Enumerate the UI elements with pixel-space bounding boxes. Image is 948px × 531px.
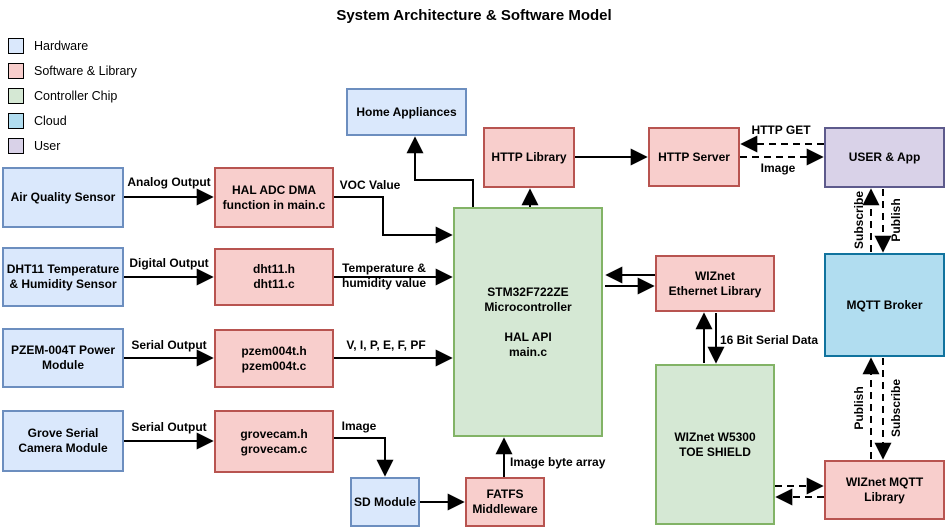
- node-wiznet-ethernet-library: WIZnet Ethernet Library: [655, 255, 775, 312]
- node-http-library: HTTP Library: [483, 127, 575, 188]
- node-label: grovecam.h grovecam.c: [240, 426, 308, 456]
- legend-label: Software & Library: [34, 64, 137, 78]
- legend-label: User: [34, 139, 61, 153]
- node-label: FATFS Middleware: [472, 487, 538, 516]
- node-label: HTTP Server: [658, 149, 730, 164]
- node-wiznet-mqtt-library: WIZnet MQTT Library: [824, 460, 945, 520]
- node-http-server: HTTP Server: [648, 127, 740, 187]
- user-swatch: [8, 138, 24, 154]
- edge-label-subscribe-broker: Subscribe: [889, 378, 903, 438]
- node-label: Home Appliances: [356, 104, 457, 119]
- node-user-and-app: USER & App: [824, 127, 945, 188]
- node-dht11-library: dht11.h dht11.c: [214, 248, 334, 306]
- edge-label-http-image: Image: [760, 161, 796, 175]
- edge-label-voc-value: VOC Value: [339, 178, 401, 192]
- node-label: WIZnet Ethernet Library: [668, 268, 762, 298]
- edge-label-publish-broker: Publish: [852, 386, 866, 430]
- node-air-quality-sensor: Air Quality Sensor: [2, 167, 124, 228]
- edge-grovecamlib-to-sd: [334, 437, 394, 477]
- node-grove-camera-module: Grove Serial Camera Module: [2, 410, 124, 472]
- node-label: DHT11 Temperature & Humidity Sensor: [6, 262, 120, 291]
- node-pzem-power-module: PZEM-004T Power Module: [2, 328, 124, 388]
- node-stm32-microcontroller: STM32F722ZE Microcontroller HAL API main…: [453, 207, 603, 437]
- edge-label-image-camera: Image: [341, 419, 377, 433]
- edge-label-digital-output: Digital Output: [129, 256, 209, 270]
- legend-label: Controller Chip: [34, 89, 118, 103]
- edge-label-http-get: HTTP GET: [751, 123, 811, 137]
- node-hal-adc-dma: HAL ADC DMA function in main.c: [214, 167, 334, 228]
- edge-label-analog-output: Analog Output: [127, 175, 211, 189]
- edge-label-image-byte-array: Image byte array: [510, 455, 606, 469]
- node-grovecam-library: grovecam.h grovecam.c: [214, 410, 334, 473]
- edge-label-serial-output-camera: Serial Output: [131, 420, 207, 434]
- node-sd-module: SD Module: [350, 477, 420, 527]
- edge-label-subscribe-user: Subscribe: [852, 190, 866, 250]
- legend-item-hardware: Hardware: [8, 38, 137, 63]
- edge-label-power-values: V, I, P, E, F, PF: [346, 338, 426, 352]
- node-pzem-library: pzem004t.h pzem004t.c: [214, 329, 334, 388]
- legend: Hardware Software & Library Controller C…: [8, 38, 137, 163]
- edge-adc-to-stm32-voc: [334, 196, 453, 244]
- node-label: HAL ADC DMA function in main.c: [222, 182, 326, 212]
- hardware-swatch: [8, 38, 24, 54]
- cloud-swatch: [8, 113, 24, 129]
- edge-label-serial-output-power: Serial Output: [131, 338, 207, 352]
- node-home-appliances: Home Appliances: [346, 88, 467, 136]
- controller-swatch: [8, 88, 24, 104]
- legend-label: Cloud: [34, 114, 67, 128]
- node-fatfs-middleware: FATFS Middleware: [465, 477, 545, 527]
- edge-label-16bit-serial-data: 16 Bit Serial Data: [720, 333, 819, 347]
- node-label: WIZnet W5300 TOE SHIELD: [674, 429, 756, 459]
- edge-stm32-to-home-appliances: [406, 136, 474, 207]
- node-label: SD Module: [354, 494, 416, 509]
- legend-item-software: Software & Library: [8, 63, 137, 88]
- node-dht11-sensor: DHT11 Temperature & Humidity Sensor: [2, 247, 124, 307]
- node-label: WIZnet MQTT Library: [845, 475, 924, 504]
- node-label: Air Quality Sensor: [10, 190, 116, 204]
- legend-item-user: User: [8, 138, 137, 163]
- node-label: MQTT Broker: [846, 297, 923, 312]
- software-swatch: [8, 63, 24, 79]
- edge-label-publish-user: Publish: [889, 198, 903, 242]
- diagram-title: System Architecture & Software Model: [336, 7, 612, 24]
- node-mqtt-broker: MQTT Broker: [824, 253, 945, 357]
- node-label: Grove Serial Camera Module: [18, 426, 108, 455]
- node-label: pzem004t.h pzem004t.c: [241, 343, 307, 373]
- edge-label-temp-humidity: Temperature & humidity value: [341, 261, 427, 290]
- node-label: PZEM-004T Power Module: [10, 343, 116, 372]
- legend-item-cloud: Cloud: [8, 113, 137, 138]
- node-wiznet-w5300-toe-shield: WIZnet W5300 TOE SHIELD: [655, 364, 775, 525]
- node-label: HTTP Library: [491, 150, 567, 164]
- legend-item-controller: Controller Chip: [8, 88, 137, 113]
- node-label: STM32F722ZE Microcontroller HAL API main…: [484, 284, 572, 359]
- node-label: dht11.h dht11.c: [252, 262, 295, 291]
- legend-label: Hardware: [34, 39, 89, 53]
- node-label: USER & App: [848, 150, 921, 164]
